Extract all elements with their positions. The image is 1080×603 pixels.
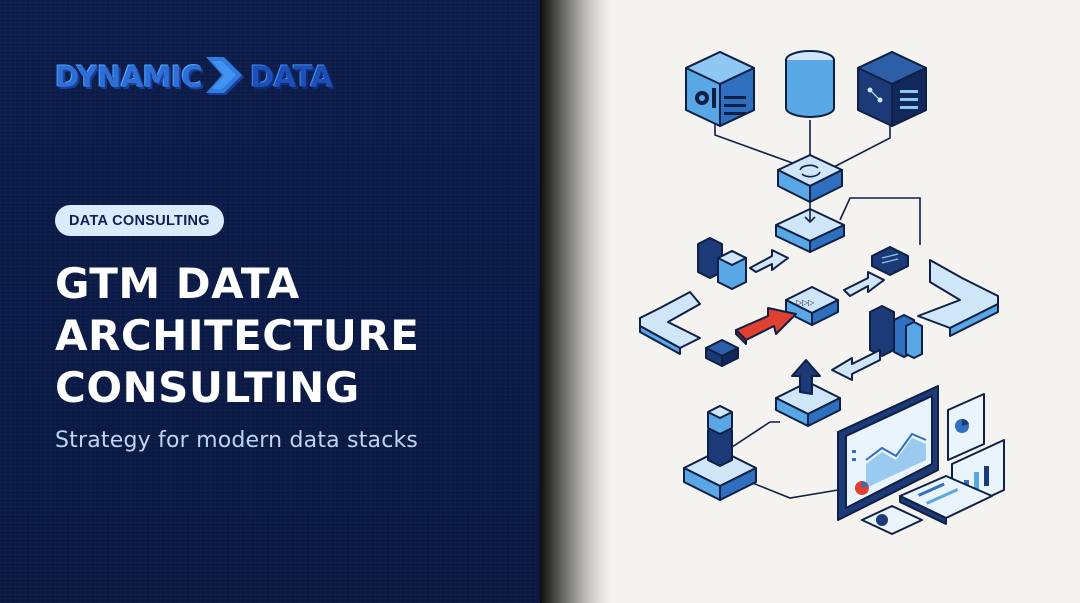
subtitle: Strategy for modern data stacks <box>55 428 419 453</box>
title-line: ARCHITECTURE <box>55 311 420 360</box>
server-gear-icon <box>685 51 755 127</box>
logo-word-dynamic: DYNAMIC <box>55 60 203 94</box>
pie-chart-icon <box>947 393 985 461</box>
logo-word-data: DATA <box>250 60 333 94</box>
brand-logo[interactable]: DYNAMIC DATA <box>55 55 333 99</box>
dashboard-monitor-icon <box>837 385 939 521</box>
category-badge: DATA CONSULTING <box>55 205 224 236</box>
server-network-icon <box>857 51 927 127</box>
left-flow <box>639 237 789 355</box>
database-icon <box>785 50 835 118</box>
panel-shadow <box>540 0 610 603</box>
background-texture <box>0 0 540 603</box>
red-arrow-icon <box>735 307 797 345</box>
upload-block <box>775 359 841 427</box>
page-title: GTM DATA ARCHITECTURE CONSULTING <box>55 258 525 414</box>
title-line: CONSULTING <box>55 363 360 412</box>
cube-stack-icon <box>683 405 757 501</box>
middle-flow: ▷▷▷ <box>785 246 909 326</box>
svg-text:▷▷▷: ▷▷▷ <box>796 298 815 307</box>
sync-icon <box>777 154 843 203</box>
left-panel: DYNAMIC DATA DATA CONSULTING GTM DATA AR… <box>0 0 540 603</box>
data-architecture-illustration: .ol { stroke: #0f1f45; stroke-width: 2; … <box>639 50 1005 535</box>
title-line: GTM DATA <box>55 259 300 308</box>
tablet-icon <box>861 475 993 535</box>
download-arrow-icon <box>775 208 845 253</box>
file-stack-icon <box>869 305 923 359</box>
return-arrow <box>831 349 881 381</box>
logo-chevron-icon <box>206 57 245 95</box>
chip-icon <box>705 339 739 367</box>
right-bracket <box>917 259 999 337</box>
